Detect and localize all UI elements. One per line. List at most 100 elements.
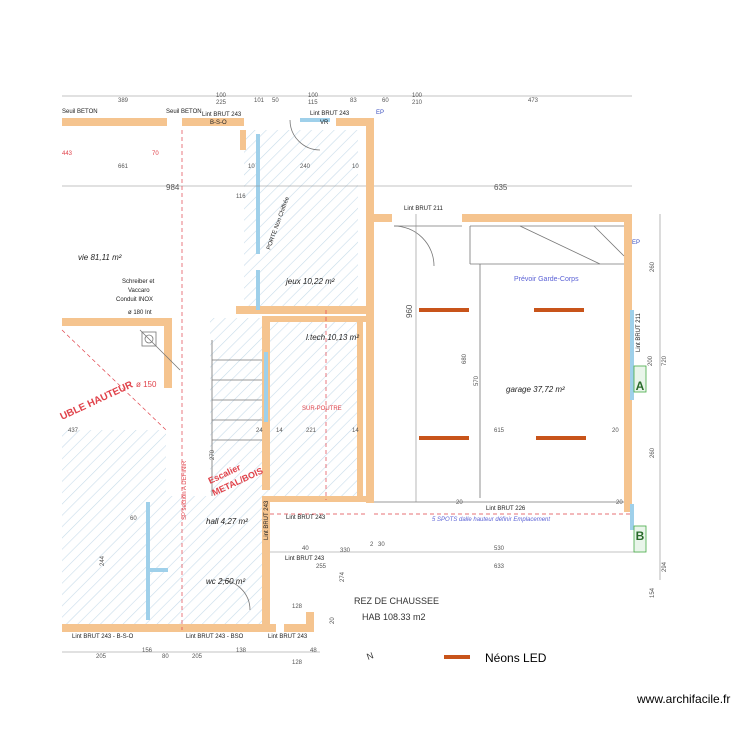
wall-left-mid (62, 318, 170, 326)
room-garage: garage 37,72 m² (506, 385, 565, 394)
dim-83: 83 (350, 98, 357, 104)
note-ep-right: EP (632, 240, 640, 246)
section-b-box (633, 525, 647, 553)
wall-mid-right (366, 118, 374, 503)
wall-vert-left (164, 318, 172, 388)
wall-top-1 (62, 118, 167, 126)
note-seuil-2: Seuil BETON (166, 109, 202, 115)
dim-570: 570 (474, 375, 480, 386)
dim-530: 530 (494, 546, 505, 552)
wall-jeux-bottom (236, 306, 366, 314)
wall-top-2 (182, 118, 244, 126)
wall-hall-right (262, 500, 270, 632)
dim-530b: 30 (378, 542, 385, 548)
red-line-2 (61, 329, 167, 431)
dim-443: 443 (62, 151, 73, 157)
dim-156: 156 (142, 648, 153, 654)
wall-garage-right (624, 214, 632, 512)
note-bottom-3: Lint BRUT 243 (268, 634, 308, 640)
room-vie: vie 81,11 m² (78, 253, 122, 262)
dim-101: 101 (254, 98, 265, 104)
note-sous-poutre: SUR-POUTRE (302, 406, 342, 412)
note-bottom-2: Lint BRUT 243 - BSO (186, 634, 244, 640)
dim-680: 680 (462, 353, 468, 364)
window-left-1 (146, 502, 150, 620)
wall-small-1 (284, 624, 306, 632)
note-sp-section: SP section A DEFINIR (182, 460, 188, 520)
window-left-2 (150, 568, 168, 572)
dim-225: 225 (216, 100, 227, 106)
note-schreiber-1: Schreiber et (122, 279, 155, 285)
section-a-box (633, 365, 647, 393)
hatched-areas (62, 130, 358, 630)
section-markers: A B (633, 365, 647, 553)
note-bso: B-S-O (210, 120, 227, 126)
note-lint-right: Lint BRUT 243 (285, 556, 325, 562)
dim-100c: 100 (412, 93, 423, 99)
legend-swatch (444, 655, 470, 659)
wall-jeux-left (240, 130, 246, 150)
room-hall: hall 4,27 m² (206, 517, 248, 526)
legend-label: Néons LED (485, 651, 547, 665)
dim-154: 154 (650, 587, 656, 598)
north-label: N (365, 650, 375, 662)
dim-984: 984 (166, 183, 180, 192)
dim-635: 635 (494, 183, 508, 192)
dim-20c: 20 (616, 500, 623, 506)
dim-2: 2 (370, 542, 374, 548)
dim-210: 210 (412, 100, 423, 106)
note-double-hauteur: UBLE HAUTEUR (59, 379, 136, 423)
dim-50: 50 (272, 98, 279, 104)
dim-221: 221 (306, 428, 317, 434)
note-phi150: ø 150 (136, 380, 157, 389)
note-schreiber-4: ø 180 Int (128, 310, 152, 316)
dim-10b: 10 (352, 164, 359, 170)
dim-330: 330 (340, 548, 351, 554)
note-prevoir: Prévoir Garde-Corps (514, 276, 579, 283)
dim-24: 24 (256, 428, 263, 434)
dim-20d: 20 (330, 617, 336, 624)
section-a-label: A (636, 379, 645, 393)
dimension-numbers: 389 100 225 101 50 100 115 83 60 100 210… (62, 93, 668, 666)
dim-60: 60 (382, 98, 389, 104)
dim-720: 720 (662, 355, 668, 366)
wall-hall-top (262, 496, 374, 502)
watermark: www.archifacile.fr (637, 692, 731, 706)
dim-60b: 60 (130, 516, 137, 522)
note-schreiber-2: Vaccaro (128, 288, 150, 294)
dim-20a: 20 (612, 428, 619, 434)
window-stair (264, 352, 268, 422)
note-lint-bso: Lint BRUT 243 (202, 112, 242, 118)
dim-115: 115 (308, 100, 318, 106)
window-ltech (256, 270, 260, 310)
dim-48: 48 (310, 648, 317, 654)
red-dashed-lines (61, 130, 632, 630)
dim-200: 200 (648, 355, 654, 366)
dim-270: 270 (210, 449, 216, 460)
room-ltech: l.tech 10,13 m² (306, 333, 359, 342)
wall-garage-top-left (374, 214, 392, 222)
hatch-stair (210, 318, 268, 496)
wall-hall-bottom (62, 624, 276, 632)
dim-14b: 14 (352, 428, 359, 434)
dim-260b: 260 (650, 447, 656, 458)
section-b-label: B (636, 529, 645, 543)
dim-274: 274 (340, 571, 346, 582)
note-seuil-1: Seuil BETON (62, 109, 98, 115)
dim-10a: 10 (248, 164, 255, 170)
door-swing-3 (219, 579, 251, 611)
wall-ltech-top (262, 316, 366, 322)
window-garage (630, 310, 634, 400)
door-swing-4 (289, 119, 321, 151)
dim-255: 255 (316, 564, 327, 570)
line-13 (593, 225, 625, 257)
room-wc: wc 2,60 m² (206, 577, 245, 586)
hatch-hall (166, 496, 268, 630)
interior-lines (139, 119, 625, 611)
hatch-left (62, 430, 166, 630)
wall-garage-top (462, 214, 632, 222)
dim-100: 100 (216, 93, 227, 99)
dim-473: 473 (528, 98, 539, 104)
dim-260a: 260 (650, 261, 656, 272)
